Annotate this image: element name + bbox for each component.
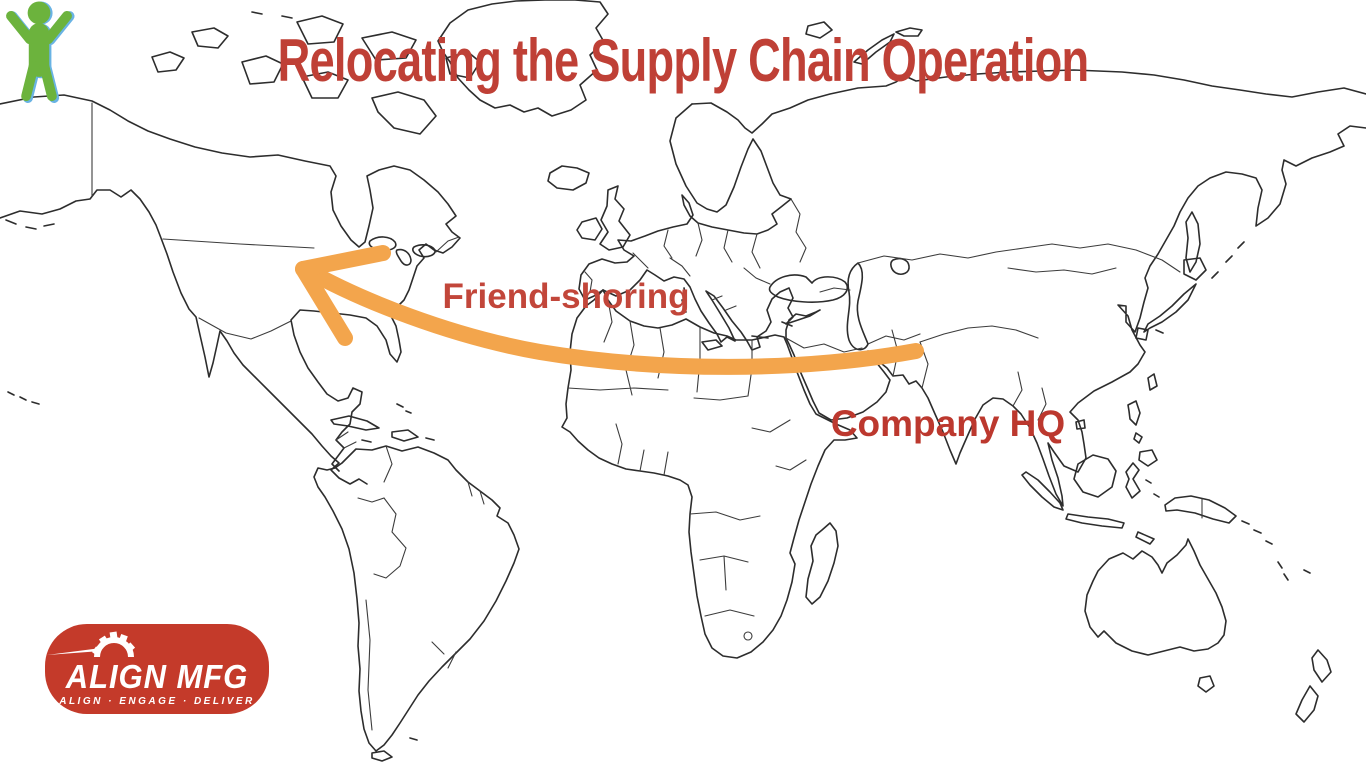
logo-name: ALIGN MFG	[65, 658, 249, 695]
company-hq-label: Company HQ	[830, 403, 1066, 444]
caribbean-islands	[330, 403, 435, 443]
gear-icon	[47, 631, 136, 658]
indonesia-outline	[1021, 454, 1311, 581]
friend-shoring-label: Friend-shoring	[442, 277, 690, 316]
page-title: Relocating the Supply Chain Operation	[277, 27, 1089, 95]
align-mfg-logo: ALIGN MFG ALIGN · ENGAGE · DELIVER	[45, 624, 269, 714]
east-asia-islands	[1075, 211, 1245, 467]
curved-arrow-icon	[295, 245, 924, 375]
europe-outline	[547, 103, 849, 351]
origin-person-icon	[6, 1, 72, 102]
greenland-arctic-outline	[151, 0, 609, 135]
north-america-outline	[0, 94, 461, 485]
logo-tagline: ALIGN · ENGAGE · DELIVER	[59, 696, 255, 707]
south-america-outline	[313, 445, 520, 762]
australia-outline	[1084, 538, 1332, 723]
